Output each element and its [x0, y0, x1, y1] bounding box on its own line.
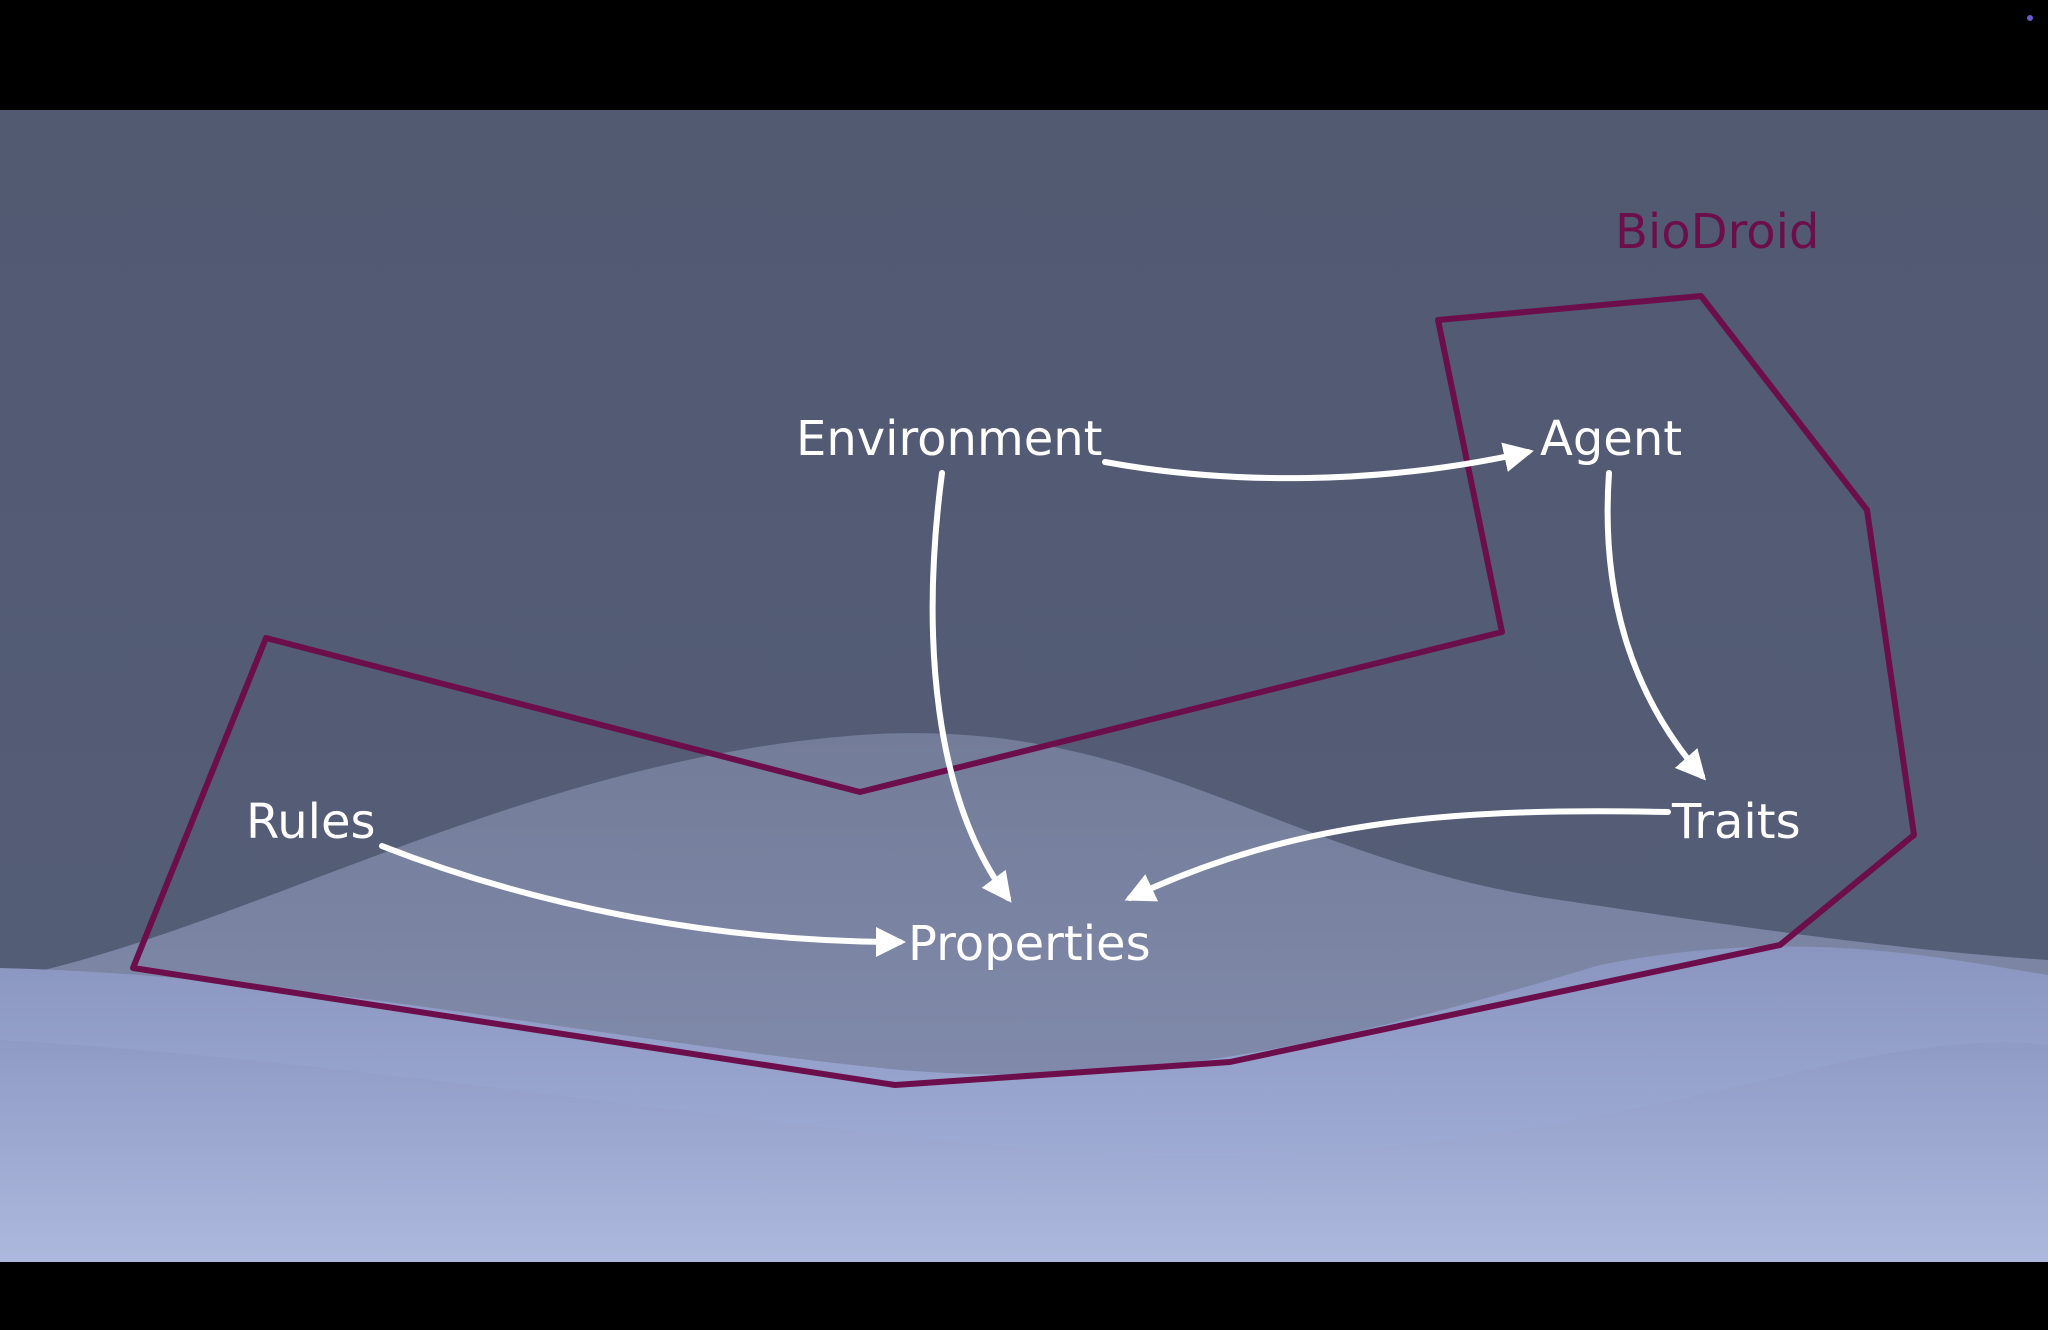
arrow-rules-to-properties [379, 843, 906, 957]
foreground-wave [0, 1040, 2048, 1262]
background-scene [0, 110, 2048, 1262]
letterbox-bottom [0, 1262, 2048, 1330]
node-rules: Rules [246, 794, 376, 850]
arrow-environment-to-agent [1102, 442, 1534, 482]
node-environment: Environment [796, 411, 1103, 467]
arrow-agent-to-traits [1604, 470, 1706, 781]
biodroid-label: BioDroid [1615, 204, 1819, 260]
arrow-traits-to-properties [1124, 808, 1671, 902]
node-properties: Properties [908, 916, 1151, 972]
node-traits: Traits [1671, 794, 1801, 850]
letterbox-top [0, 0, 2048, 110]
node-agent: Agent [1540, 411, 1682, 467]
status-dot [2027, 15, 2033, 21]
arrow-environment-to-properties [929, 470, 1012, 903]
biodroid-outline [130, 293, 1917, 1088]
